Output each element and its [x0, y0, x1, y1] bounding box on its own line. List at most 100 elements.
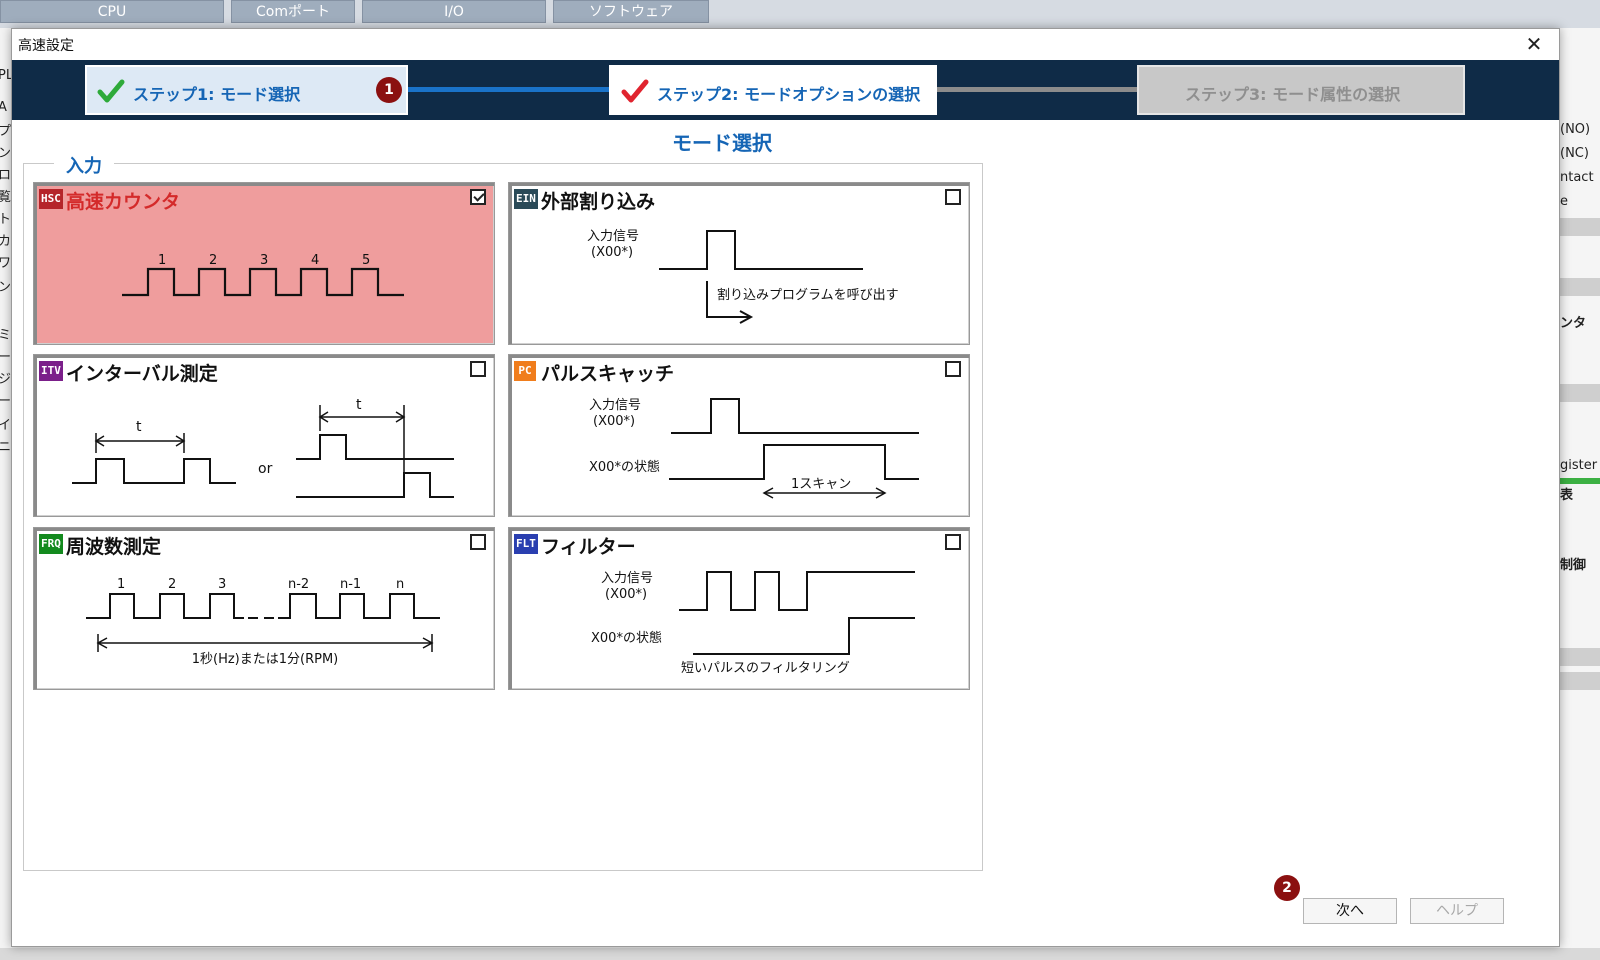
- dialog-title: 高速設定: [18, 38, 74, 54]
- bg-tab-software[interactable]: ソフトウェア: [553, 0, 709, 23]
- bg-left-text: ワ: [0, 256, 12, 271]
- step-2-label: ステップ2: モードオプションの選択: [657, 85, 921, 104]
- bg-right-row-highlight: [1560, 672, 1600, 690]
- bg-left-text: ー: [0, 394, 12, 409]
- pulse-label: 2: [168, 577, 176, 592]
- pulse-label: 1: [158, 253, 166, 268]
- step-1-label: ステップ1: モード選択: [133, 85, 301, 104]
- bg-left-text: ニ: [0, 440, 12, 455]
- interrupt-note: 割り込みプログラムを呼び出す: [717, 287, 899, 303]
- scan-label: 1スキャン: [791, 477, 851, 492]
- bg-right-row-highlight: [1560, 384, 1600, 402]
- mode-checkbox[interactable]: [470, 361, 486, 377]
- step-1-mode-select[interactable]: ステップ1: モード選択: [85, 65, 408, 115]
- close-button[interactable]: ✕: [1525, 32, 1543, 56]
- frq-icon: FRQ: [39, 534, 63, 554]
- hsc-pulse-diagram: 1 2 3 4 5: [122, 253, 404, 297]
- bg-right-text: 表: [1560, 488, 1574, 503]
- flt-icon: FLT: [514, 534, 538, 554]
- signal-label: 入力信号: [587, 229, 639, 244]
- t-label: t: [356, 397, 362, 413]
- pulse-label: 2: [209, 253, 217, 268]
- pulse-label: 1: [117, 577, 125, 592]
- bg-left-text: イ: [0, 418, 12, 433]
- next-button[interactable]: 次へ: [1303, 898, 1397, 924]
- mode-card-frequency-measurement[interactable]: FRQ 周波数測定 1 2 3 n-2 n-1 n 1秒(Hz)または1分(RP…: [33, 527, 495, 690]
- mode-title: 外部割り込み: [541, 191, 656, 213]
- bg-left-text: ロ: [0, 168, 12, 183]
- ein-interrupt-diagram: 入力信号 (X00*) 割り込みプログラムを呼び出す: [587, 229, 899, 324]
- dialog-titlebar: 高速設定 ✕: [12, 29, 1559, 59]
- bg-right-text: gister: [1560, 458, 1598, 473]
- mode-checkbox[interactable]: [945, 361, 961, 377]
- hsc-icon: HSC: [39, 189, 63, 209]
- bg-right-text: 制御: [1560, 558, 1587, 573]
- section-title: モード選択: [672, 131, 772, 155]
- bg-tab-cpu[interactable]: CPU: [0, 0, 224, 23]
- bg-right-row-highlight: [1560, 648, 1600, 666]
- mode-card-filter[interactable]: FLT フィルター 入力信号 (X00*) X00*の状態 短いパルスのフィルタ…: [508, 527, 970, 690]
- bg-left-text: PL: [0, 68, 12, 83]
- bg-left-text: カク: [0, 234, 12, 249]
- bg-right-text: (NC): [1560, 146, 1589, 161]
- callout-badge-1: 1: [376, 77, 402, 103]
- bg-right-text: e: [1560, 194, 1568, 209]
- mode-title: 高速カウンタ: [66, 191, 181, 213]
- signal-label: 入力信号: [601, 571, 653, 586]
- help-button[interactable]: ヘルプ: [1410, 898, 1504, 924]
- pulse-label: 3: [260, 253, 268, 268]
- step-connector-1: [408, 87, 610, 92]
- pc-pulse-catch-diagram: 入力信号 (X00*) X00*の状態 1スキャン: [589, 398, 919, 499]
- mode-card-interval-measurement[interactable]: ITV インターバル測定 t or t: [33, 354, 495, 517]
- background-bottom-strip: [0, 948, 1600, 960]
- mode-card-high-speed-counter[interactable]: HSC 高速カウンタ 1 2 3 4 5: [33, 182, 495, 345]
- bg-right-green-marker: [1560, 478, 1600, 484]
- mode-checkbox[interactable]: [945, 534, 961, 550]
- mode-card-pulse-catch[interactable]: PC パルスキャッチ 入力信号 (X00*) X00*の状態 1スキャン: [508, 354, 970, 517]
- check-icon: [621, 79, 649, 103]
- bg-right-text: (NO): [1560, 122, 1591, 137]
- frq-frequency-diagram: 1 2 3 n-2 n-1 n 1秒(Hz)または1分(RPM): [86, 577, 440, 667]
- signal-sublabel: (X00*): [605, 587, 647, 602]
- signal-sublabel: (X00*): [593, 414, 635, 429]
- bg-right-text: ンタ: [1560, 316, 1587, 331]
- bg-left-text: プ: [0, 124, 12, 139]
- pulse-label: 5: [362, 253, 370, 268]
- background-left-panel: PL A プ ン ロ 覧 ト カク ワ ン ミ ー ジ ー イ ニ: [0, 28, 12, 960]
- bg-tab-com[interactable]: Comポート: [231, 0, 355, 23]
- pulse-label: n-2: [288, 577, 309, 592]
- bg-left-text: A: [0, 100, 7, 115]
- ein-icon: EIN: [514, 189, 538, 209]
- bg-right-row-highlight: [1560, 218, 1600, 236]
- mode-checkbox[interactable]: [470, 534, 486, 550]
- t-label: t: [136, 419, 142, 435]
- step-3-label: ステップ3: モード属性の選択: [1185, 85, 1401, 104]
- wizard-step-bar: ステップ1: モード選択 1 ステップ2: モードオプションの選択 ステップ3:…: [12, 60, 1559, 120]
- bg-tab-io[interactable]: I/O: [362, 0, 546, 23]
- pc-icon: PC: [514, 361, 536, 381]
- step-2-mode-option[interactable]: ステップ2: モードオプションの選択: [609, 65, 937, 115]
- flt-filter-diagram: 入力信号 (X00*) X00*の状態 短いパルスのフィルタリング: [591, 571, 915, 676]
- bg-left-text: ン: [0, 146, 12, 161]
- pulse-label: n: [396, 577, 404, 592]
- bg-right-text: ntact: [1560, 170, 1594, 185]
- pulse-label: 4: [311, 253, 319, 268]
- step-connector-2: [936, 87, 1138, 92]
- mode-title: フィルター: [541, 536, 636, 558]
- signal-sublabel: (X00*): [591, 245, 633, 260]
- mode-checkbox[interactable]: [945, 189, 961, 205]
- pulse-label: 3: [218, 577, 226, 592]
- step-3-mode-attribute: ステップ3: モード属性の選択: [1137, 65, 1465, 115]
- mode-checkbox[interactable]: [470, 189, 486, 205]
- bg-left-text: ー: [0, 350, 12, 365]
- filter-note: 短いパルスのフィルタリング: [681, 661, 850, 676]
- group-label: 入力: [54, 152, 114, 178]
- mode-title: インターバル測定: [66, 363, 218, 385]
- span-label: 1秒(Hz)または1分(RPM): [192, 652, 339, 667]
- background-right-panel: (NO) (NC) ntact e ンタ gister 表 制御: [1560, 28, 1600, 960]
- mode-card-external-interrupt[interactable]: EIN 外部割り込み 入力信号 (X00*) 割り込みプログラムを呼び出す: [508, 182, 970, 345]
- background-tab-bar: CPU Comポート I/O ソフトウェア: [0, 0, 1600, 28]
- bg-left-text: ジ: [0, 372, 12, 387]
- bg-left-text: ト: [0, 212, 12, 227]
- bg-left-text: ン: [0, 280, 12, 295]
